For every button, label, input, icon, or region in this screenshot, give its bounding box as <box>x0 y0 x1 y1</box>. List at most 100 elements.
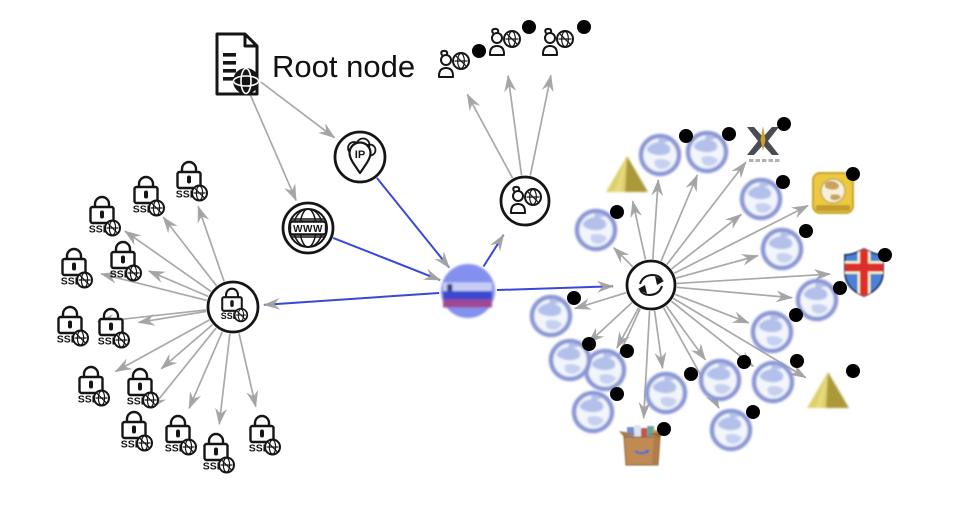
notification-dot <box>657 422 671 436</box>
ssl-label: SSL <box>221 311 239 321</box>
graph-edge <box>162 216 218 287</box>
website-globe-node[interactable] <box>529 294 573 338</box>
graph-edge <box>676 269 832 285</box>
graph-edge <box>670 300 755 368</box>
edges-layer <box>96 74 832 426</box>
graph-edge <box>147 270 209 298</box>
shared-resources-hub-node[interactable] <box>625 259 677 311</box>
shield-crest-node[interactable] <box>844 247 884 298</box>
website-globe-node[interactable] <box>638 133 682 177</box>
graph-edge <box>665 305 706 361</box>
graph-edge <box>376 177 450 269</box>
notification-dot <box>684 367 698 381</box>
website-globe-node[interactable] <box>739 177 783 221</box>
ssl-certificate-node[interactable]: SSL <box>61 247 93 289</box>
graph-edge <box>332 236 442 281</box>
notification-dot <box>790 354 804 368</box>
notification-dot <box>582 337 596 351</box>
notification-dot <box>737 355 751 369</box>
graph-edge <box>215 333 231 426</box>
graph-edge <box>638 310 651 420</box>
website-globe-node[interactable] <box>751 360 795 404</box>
graph-edge <box>612 246 634 268</box>
website-globe-node[interactable] <box>644 371 688 415</box>
graph-edge <box>197 205 225 282</box>
ip-address-node[interactable]: IP <box>333 130 387 184</box>
ssl-certificate-node[interactable]: SSL <box>89 195 121 237</box>
website-globe-node[interactable] <box>709 408 753 452</box>
graph-edge <box>150 327 217 409</box>
website-globe-node[interactable] <box>571 390 615 434</box>
website-globe-node[interactable] <box>795 278 839 322</box>
ssl-certificate-node[interactable]: SSL <box>165 414 197 456</box>
x-logo-node[interactable] <box>747 126 780 162</box>
graph-edge <box>482 233 505 268</box>
ssl-certificate-node[interactable]: SSL <box>98 307 130 349</box>
notification-dot <box>610 387 624 401</box>
graph-edge <box>666 161 747 265</box>
notification-dot <box>846 364 860 378</box>
graph-edge <box>188 331 224 410</box>
graph-edge <box>496 280 615 293</box>
graph-edge <box>587 302 633 344</box>
website-www-node[interactable]: WWW <box>281 201 335 255</box>
gold-globe-logo-node[interactable] <box>812 172 854 214</box>
graph-edge <box>670 213 743 270</box>
graph-edge <box>262 291 440 310</box>
ssl-certificate-node[interactable]: SSL <box>57 305 89 347</box>
graph-edge <box>466 93 514 179</box>
ssl-certificate-node[interactable]: SSL <box>133 175 165 217</box>
graph-edge <box>160 323 214 370</box>
software-box-node[interactable] <box>619 425 665 466</box>
ssl-certificate-node[interactable]: SSL <box>176 160 208 202</box>
domain-flag-node[interactable] <box>441 264 495 318</box>
notification-dot <box>878 248 892 262</box>
root-document-node[interactable] <box>215 32 260 96</box>
person-node[interactable] <box>542 27 574 56</box>
graph-edge <box>100 271 208 302</box>
ssl-certificate-node[interactable]: SSL <box>78 365 110 407</box>
graph-edge <box>137 310 207 326</box>
notification-dot <box>522 20 536 34</box>
website-globe-node[interactable] <box>548 338 592 382</box>
ssl-certificate-node[interactable]: SSL <box>203 432 235 474</box>
graph-edge <box>114 319 210 373</box>
ssl-certificate-node[interactable]: SSL <box>249 414 281 456</box>
graph-edge <box>248 91 297 202</box>
person-hub-node[interactable] <box>499 175 551 227</box>
website-globe-node[interactable] <box>685 130 729 174</box>
ip-label: IP <box>355 149 365 161</box>
notification-dot <box>746 405 760 419</box>
notification-dot <box>776 175 790 189</box>
ssl-certificate-node[interactable]: SSL <box>110 240 142 282</box>
graph-edge <box>238 333 259 408</box>
notification-dot <box>577 20 591 34</box>
website-globe-node[interactable] <box>750 310 794 354</box>
notification-dot <box>679 129 693 143</box>
notification-dot <box>620 344 634 358</box>
graph-edge <box>630 200 647 260</box>
person-node[interactable] <box>438 49 470 78</box>
notification-dot <box>846 167 860 181</box>
notification-dot <box>799 224 813 238</box>
ssl-certificate-node[interactable]: SSL <box>127 367 159 409</box>
website-globe-node[interactable] <box>583 348 627 392</box>
graph-edge <box>260 81 336 139</box>
notification-dot <box>789 308 803 322</box>
pyramid-logo-node[interactable] <box>606 156 648 192</box>
dots-layer <box>472 20 892 436</box>
website-globe-node[interactable] <box>698 358 742 402</box>
person-node[interactable] <box>489 27 521 56</box>
pyramid-logo-node[interactable] <box>807 372 849 408</box>
ssl-certificate-node[interactable]: SSL <box>121 410 153 452</box>
graph-edge <box>660 174 699 262</box>
website-globe-node[interactable] <box>574 208 618 252</box>
notification-dot <box>777 117 791 131</box>
graph-edge <box>651 178 664 260</box>
www-label: WWW <box>293 224 323 235</box>
ssl-certificate-hub-node[interactable]: SSL <box>206 280 260 334</box>
website-globe-node[interactable] <box>760 227 804 271</box>
